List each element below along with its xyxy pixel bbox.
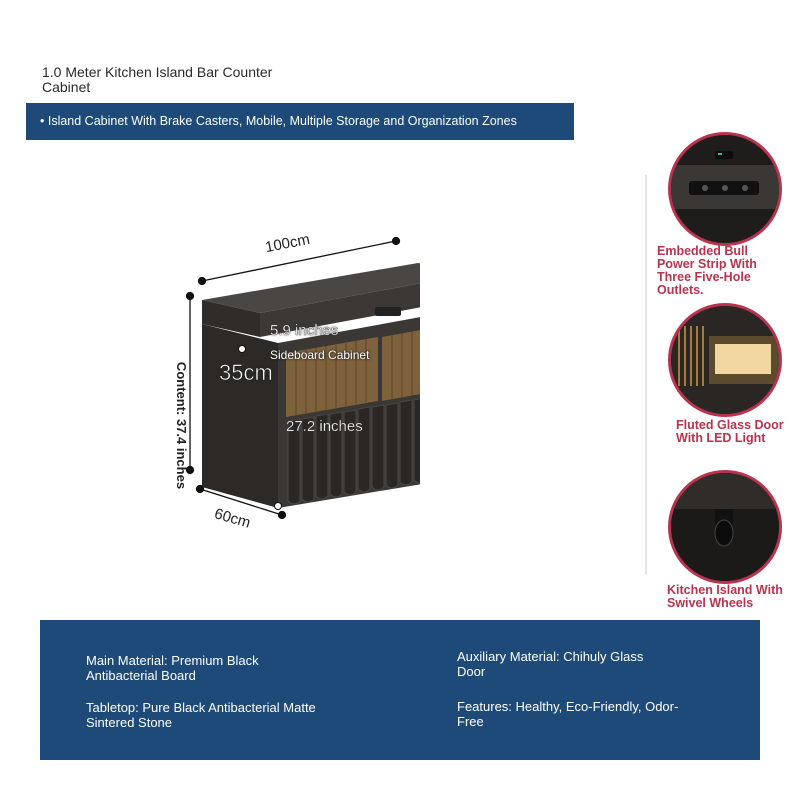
power-strip-icon bbox=[671, 135, 779, 243]
wheel-thumbnail bbox=[668, 470, 782, 584]
sideboard-label: Sideboard Cabinet bbox=[270, 348, 370, 362]
cabinet-illustration bbox=[185, 236, 420, 520]
led-light-icon bbox=[671, 306, 779, 414]
power-strip-thumbnail bbox=[668, 132, 782, 246]
feature-caption-2: Fluted Glass Door With LED Light bbox=[676, 418, 784, 445]
height-label: Content: 37.4 inches bbox=[174, 361, 190, 490]
feature-banner: • Island Cabinet With Brake Casters, Mob… bbox=[26, 103, 574, 140]
feature-caption-1: Embedded Bull Power Strip With Three Fiv… bbox=[657, 244, 757, 297]
lower-section-label: 27.2 inches bbox=[286, 418, 363, 435]
page-title: 1.0 Meter Kitchen Island Bar Counter Cab… bbox=[42, 64, 273, 95]
spec-tabletop: Tabletop: Pure Black Antibacterial Matte… bbox=[86, 700, 316, 730]
specs-panel: Main Material: Premium Black Antibacteri… bbox=[40, 620, 760, 760]
outlet-strip bbox=[375, 307, 401, 316]
cabinet-side bbox=[202, 324, 278, 508]
spec-auxiliary-material: Auxiliary Material: Chihuly Glass Door bbox=[457, 649, 644, 679]
banner-text: • Island Cabinet With Brake Casters, Mob… bbox=[40, 114, 517, 128]
fluted-panel bbox=[287, 398, 420, 505]
feature-caption-3: Kitchen Island With Swivel Wheels bbox=[667, 583, 783, 610]
glass-door-left bbox=[286, 337, 378, 417]
cabinet-top bbox=[202, 263, 420, 313]
spec-features: Features: Healthy, Eco-Friendly, Odor-Fr… bbox=[457, 699, 679, 729]
top-drawer-label: 5.9 inches bbox=[270, 322, 339, 339]
spec-main-material: Main Material: Premium Black Antibacteri… bbox=[86, 653, 259, 683]
led-light-thumbnail bbox=[668, 303, 782, 417]
side-label: 35cm bbox=[219, 360, 273, 386]
divider-line bbox=[645, 175, 647, 575]
wheel-icon bbox=[671, 473, 779, 581]
